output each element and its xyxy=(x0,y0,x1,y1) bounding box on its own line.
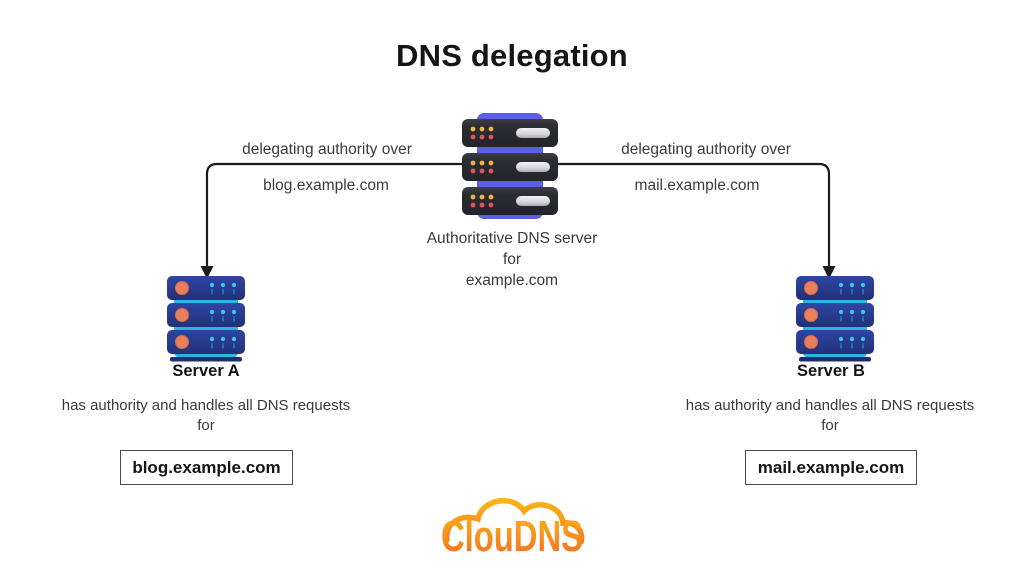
caption-line-2: for xyxy=(502,251,522,268)
cloudns-logo: ClouDNS xyxy=(437,486,587,562)
server-a-description: has authority and handles all DNS reques… xyxy=(26,396,386,436)
server-b-description: has authority and handles all DNS reques… xyxy=(650,396,1010,436)
caption-line-1: Authoritative DNS server xyxy=(426,230,598,247)
right-arrow-sublabel: mail.example.com xyxy=(634,177,760,194)
server-a-domain-box: blog.example.com xyxy=(120,450,293,485)
authoritative-dns-server-icon xyxy=(460,111,560,223)
server-a-description-line-2: for xyxy=(197,417,215,434)
left-delegation-arrow xyxy=(200,162,463,279)
server-a-name: Server A xyxy=(172,362,240,380)
left-arrow-label: delegating authority over xyxy=(242,141,412,158)
left-arrowhead-icon xyxy=(200,266,214,279)
server-a-icon xyxy=(167,276,245,362)
server-a-description-line-1: has authority and handles all DNS reques… xyxy=(61,397,351,414)
server-b-description-line-1: has authority and handles all DNS reques… xyxy=(685,397,975,414)
right-arrowhead-icon xyxy=(822,266,836,279)
server-b-description-line-2: for xyxy=(821,417,839,434)
server-b-name: Server B xyxy=(797,362,865,380)
left-arrow-sublabel: blog.example.com xyxy=(263,177,389,194)
caption-line-3: example.com xyxy=(465,272,559,289)
cloud-icon xyxy=(444,498,585,545)
cloudns-logo-text: ClouDNS xyxy=(441,512,583,561)
authoritative-server-caption: Authoritative DNS server for example.com xyxy=(362,228,662,291)
server-b-icon xyxy=(796,276,874,362)
right-arrow-label: delegating authority over xyxy=(621,141,791,158)
server-b-domain-box: mail.example.com xyxy=(745,450,917,485)
right-delegation-arrow xyxy=(557,162,836,279)
page-title: DNS delegation xyxy=(396,38,628,73)
